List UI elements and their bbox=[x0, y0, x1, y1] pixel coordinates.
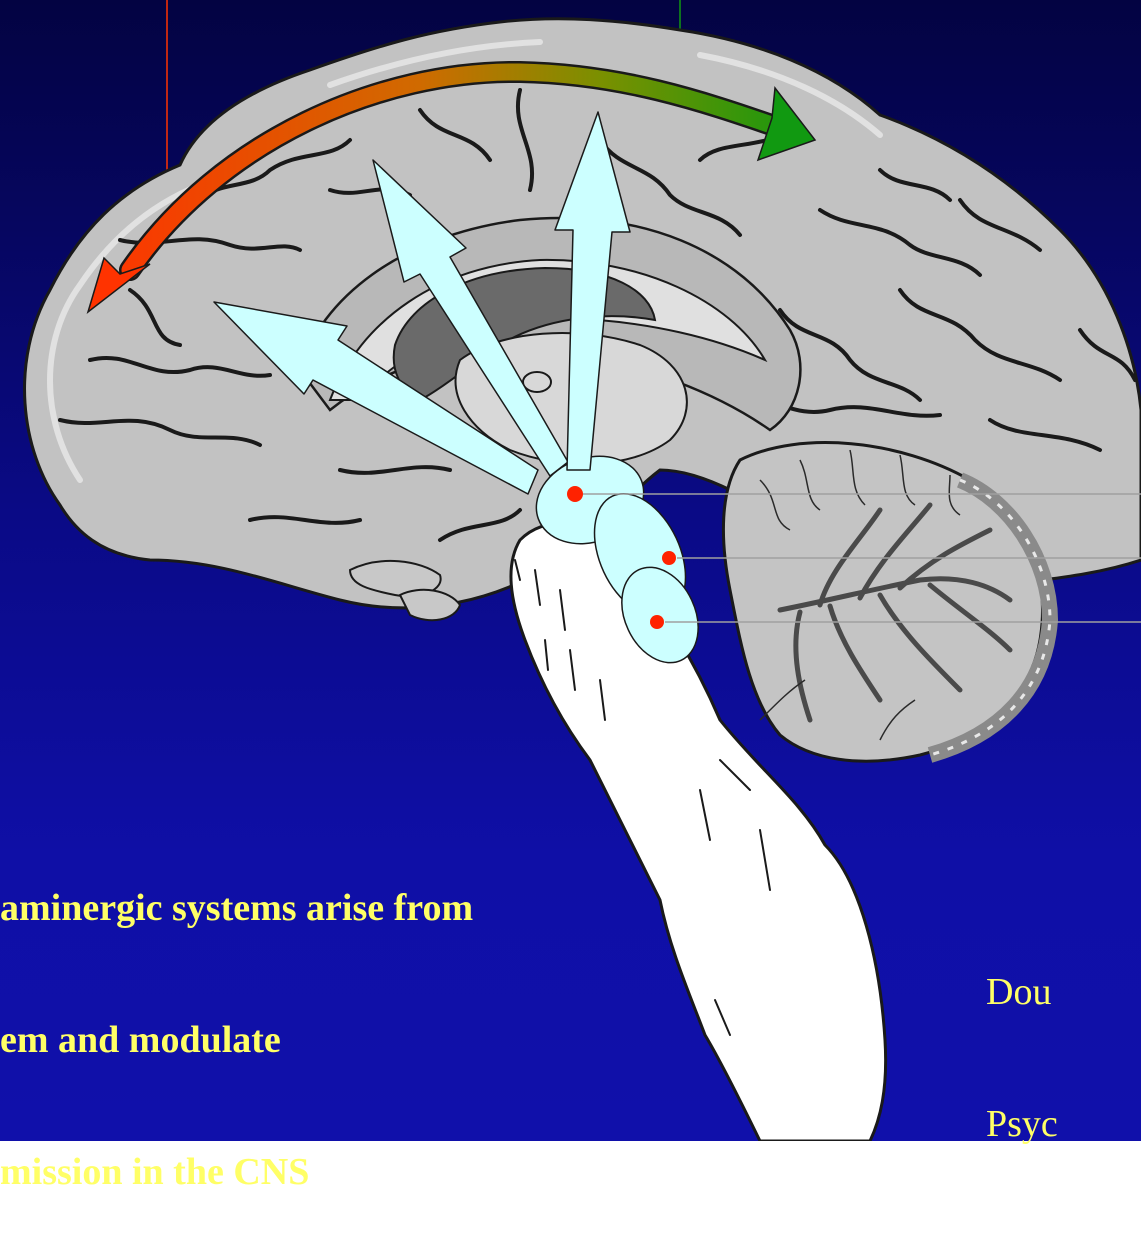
caption-line-1: aminergic systems arise from bbox=[0, 886, 473, 930]
nucleus-dot-icon bbox=[662, 551, 676, 565]
credit-line-2: Psyc bbox=[986, 1102, 1058, 1146]
slide-background: aminergic systems arise from em and modu… bbox=[0, 0, 1141, 1141]
credit-line-1: Dou bbox=[986, 970, 1058, 1014]
interthalamic-adhesion bbox=[523, 372, 551, 392]
caption-line-3: mission in the CNS bbox=[0, 1150, 473, 1194]
caption-line-2: em and modulate bbox=[0, 1018, 473, 1062]
caption-text: aminergic systems arise from em and modu… bbox=[0, 798, 473, 1238]
nucleus-dot-icon bbox=[567, 486, 583, 502]
nucleus-dot-icon bbox=[650, 615, 664, 629]
credit-text: Dou Psyc bbox=[986, 882, 1058, 1190]
